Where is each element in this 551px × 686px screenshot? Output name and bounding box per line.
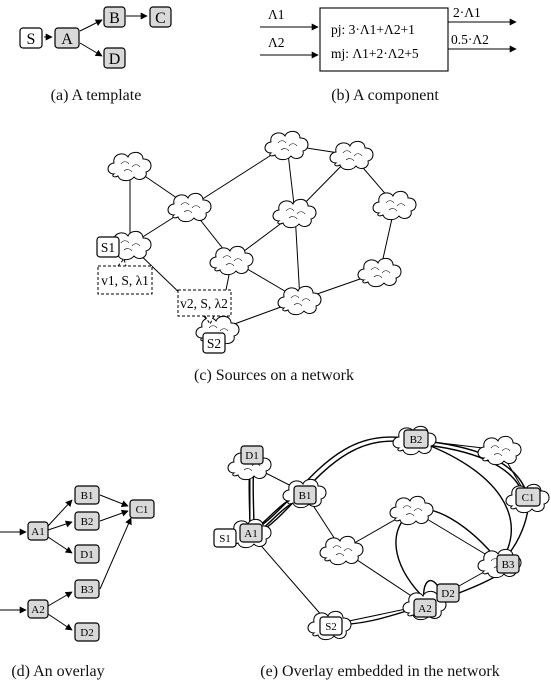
component-box	[319, 7, 449, 72]
component-output-1: 2·Λ1	[453, 5, 481, 20]
overlay-node-b2-label: B2	[81, 516, 94, 528]
network-source-s2	[202, 332, 226, 354]
overlay-node-a2-label: A2	[31, 604, 44, 616]
network-bubble-2-text: v2, S, λ2	[180, 296, 228, 311]
embedded-node-s2	[319, 616, 343, 636]
cloud-icon	[319, 535, 364, 566]
overlay-node-b1	[74, 485, 100, 505]
embedded-node-b1-label: B1	[299, 490, 312, 502]
embedded-node-b3-label: B3	[502, 559, 515, 571]
embedded-node-s1-label: S1	[219, 533, 231, 545]
panel-embedded: S1 S2 A1 A2 B1 B2 B3 C1 D1 D2 (e) Overla…	[213, 425, 550, 680]
cloud-icon	[389, 495, 434, 526]
embedded-overlay-paths	[248, 436, 529, 626]
embedded-node-b2	[403, 429, 429, 449]
embedded-node-d2-label: D2	[441, 588, 454, 600]
network-source-s1-label: S1	[101, 240, 115, 255]
embedded-node-b3	[496, 554, 520, 574]
caption-b: (b) A component	[331, 87, 439, 104]
embedded-node-a2	[413, 598, 437, 618]
overlay-node-a1-label: A1	[31, 526, 44, 538]
embedded-node-a2-label: A2	[418, 603, 431, 615]
cloud-icon	[272, 198, 317, 229]
cloud-icon	[372, 190, 417, 221]
overlay-node-d1	[74, 544, 100, 564]
overlay-node-b3-label: B3	[81, 584, 94, 596]
network-source-s1	[96, 236, 120, 258]
embedded-node-a1	[239, 523, 263, 543]
template-node-d	[103, 47, 126, 69]
template-node-b	[103, 6, 126, 28]
overlay-node-b2	[74, 511, 100, 531]
overlay-node-b3	[74, 579, 100, 599]
cloud-icon	[107, 151, 152, 182]
cloud-icon	[264, 130, 309, 161]
embedded-node-d1-label: D1	[245, 450, 258, 462]
embedded-node-b1	[293, 485, 317, 505]
template-node-a-label: A	[61, 31, 73, 48]
component-output-2: 0.5·Λ2	[451, 32, 489, 47]
embedded-node-d1	[240, 445, 264, 465]
network-bubble-1	[97, 257, 153, 295]
panel-overlay: A1 A2 B1 B2 B3 C1 D1 D2 (d) An overlay	[0, 485, 155, 680]
cloud-icon	[329, 140, 374, 171]
cloud-icon	[477, 435, 522, 466]
component-p-formula: pj: 3·Λ1+Λ2+1	[331, 22, 415, 37]
embedded-links	[249, 439, 529, 626]
network-bubble-1-text: v1, S, λ1	[101, 273, 149, 288]
template-node-b-label: B	[109, 10, 120, 27]
overlay-node-c1	[129, 499, 155, 519]
embedded-node-c1	[515, 487, 541, 507]
embedded-node-d2	[436, 583, 460, 603]
embedded-node-c1-label: C1	[522, 492, 535, 504]
template-node-s-label: S	[27, 31, 36, 48]
overlay-node-a2	[27, 599, 49, 619]
overlay-node-c1-label: C1	[136, 504, 149, 516]
embedded-node-s1	[213, 528, 237, 548]
component-m-formula: mj: Λ1+2·Λ2+5	[331, 46, 419, 61]
caption-d: (d) An overlay	[11, 663, 104, 680]
network-links	[129, 144, 396, 331]
component-input-1: Λ1	[268, 7, 285, 22]
embedded-node-b2-label: B2	[410, 434, 423, 446]
overlay-node-a1	[27, 521, 49, 541]
overlay-node-d2	[74, 622, 100, 642]
embedded-node-a1-label: A1	[244, 528, 257, 540]
panel-template: S A B C D (a) A template	[19, 6, 172, 104]
template-node-c	[149, 6, 172, 28]
template-node-a	[54, 27, 80, 49]
network-bubble-2	[177, 289, 232, 326]
embedded-node-s2-label: S2	[325, 621, 337, 633]
template-node-s	[19, 27, 43, 49]
caption-e: (e) Overlay embedded in the network	[260, 663, 499, 680]
overlay-node-d2-label: D2	[80, 627, 93, 639]
cloud-icon	[357, 257, 402, 288]
panel-network: S1 S2 v1, S, λ1 v2, S, λ2 (c) Sources on…	[96, 130, 417, 384]
overlay-node-d1-label: D1	[80, 549, 93, 561]
cloud-icon	[209, 245, 254, 276]
caption-a: (a) A template	[51, 87, 142, 104]
overlay-node-b1-label: B1	[81, 490, 94, 502]
network-source-s2-label: S2	[207, 336, 221, 351]
panel-component: Λ1 Λ2 pj: 3·Λ1+Λ2+1 mj: Λ1+2·Λ2+5 2·Λ1 0…	[260, 5, 517, 104]
template-node-d-label: D	[109, 51, 121, 68]
caption-c: (c) Sources on a network	[194, 367, 354, 384]
component-input-2: Λ2	[268, 35, 285, 50]
template-node-c-label: C	[155, 10, 166, 27]
